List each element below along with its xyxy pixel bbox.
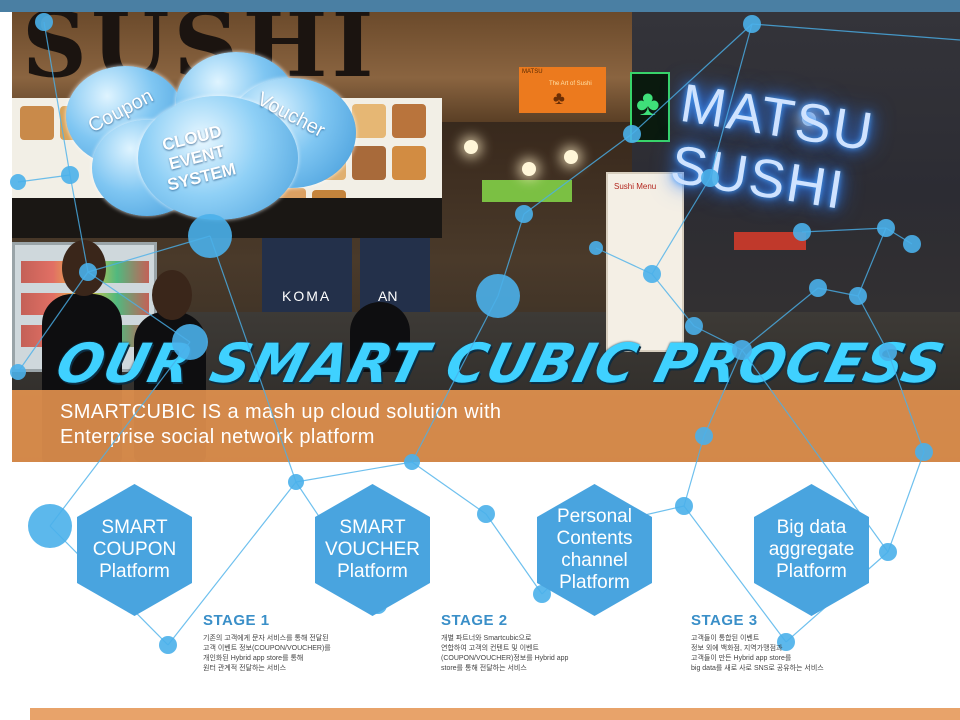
stage-3-label: STAGE 3	[691, 612, 758, 629]
slide-subtitle: SMARTCUBIC IS a mash up cloud solution w…	[60, 401, 502, 448]
bonsai-icon: ♣	[553, 88, 565, 108]
hex-smart-voucher-platform: SMART VOUCHER Platform	[315, 484, 430, 616]
sushi-menu-panel: Sushi Menu	[606, 172, 684, 352]
stage-3-description: 고객들이 통합된 이벤트 정보 외에 백화점, 지역가맹점과 고객들이 만든 H…	[691, 635, 824, 672]
hex-big-data-platform: Big data aggregate Platform	[754, 484, 869, 616]
stage-2-label: STAGE 2	[441, 612, 508, 629]
matsu-logo-box: ♣	[630, 72, 670, 142]
green-sign	[482, 180, 572, 202]
art-of-sushi-logo: MATSU The Art of Sushi ♣	[519, 67, 606, 113]
hex-personal-contents-platform: Personal Contents channel Platform	[537, 484, 652, 616]
red-ad-sign	[734, 232, 806, 250]
person-cook	[350, 302, 410, 372]
stage-1-label: STAGE 1	[203, 612, 270, 629]
stage-2-description: 개별 파트너와 Smartcubic으로 연합하여 고객의 컨텐트 및 이벤트 …	[441, 635, 569, 672]
stage-1-description: 기존의 고객에게 문자 서비스를 통해 전달된 고객 이벤트 정보(COUPON…	[203, 635, 331, 672]
top-accent-strip	[0, 0, 960, 12]
bottom-accent-strip	[0, 708, 960, 720]
slide-title: OUR SMART CUBIC PROCESS	[50, 332, 951, 395]
hex-smart-coupon-platform: SMART COUPON Platform	[77, 484, 192, 616]
bonsai-logo-icon: ♣	[636, 82, 660, 123]
